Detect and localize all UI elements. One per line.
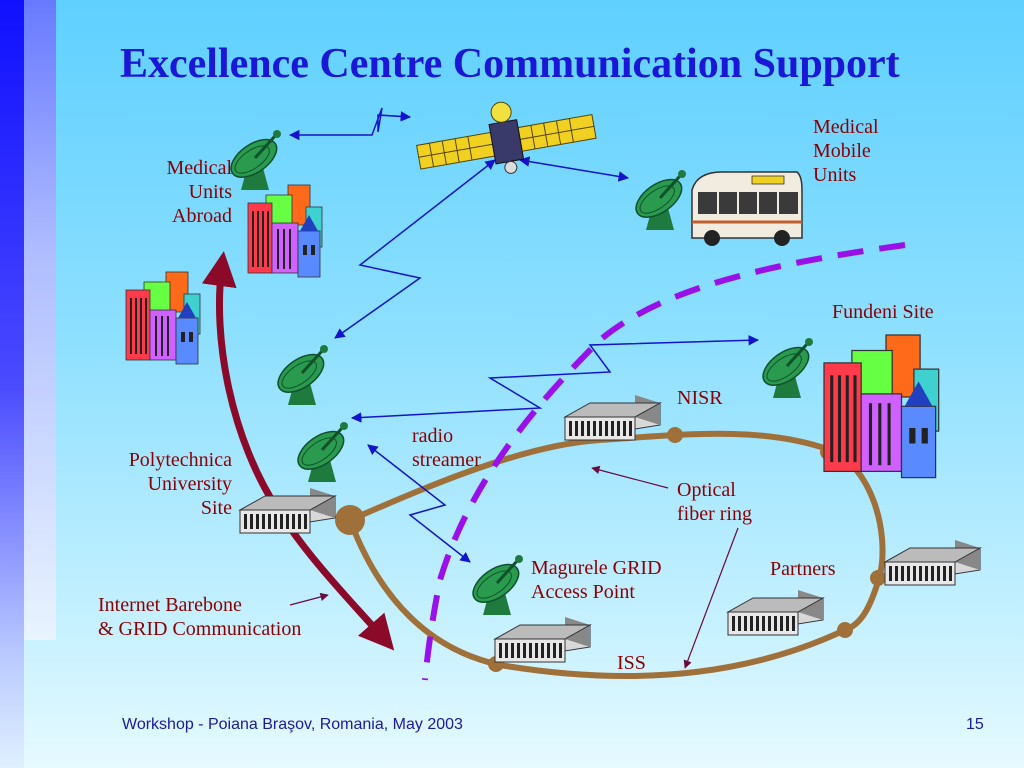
label-magurele-grid-access-point: Magurele GRID Access Point [531,557,662,603]
label-iss: ISS [617,652,646,674]
link-polytechnica-fundeni [350,335,760,423]
building-polytechnica-icon [239,487,336,534]
node-partners [870,570,886,586]
building-magurele-icon [494,616,591,663]
footer-event: Workshop - Poiana Braşov, Romania, May 2… [122,716,463,733]
node-partners-lower [837,622,853,638]
dish-abroad-icon [223,128,285,192]
node-nisr [667,427,683,443]
link-polytechnica-magurele [367,444,471,563]
label-polytechnica-university-site: Polytechnica University Site [128,449,232,519]
link-satellite-abroad [288,107,412,141]
label-radio-streamer: radio streamer [412,425,481,471]
city-fundeni-icon [823,334,940,479]
satellite-icon [416,101,597,174]
footer-page-number: 15 [966,716,984,733]
dish-mobile-icon [628,168,690,232]
link-satellite-polytechnica [334,159,496,339]
label-fundeni-site: Fundeni Site [832,301,934,323]
dish-polytechnica-icon [290,420,352,484]
building-partners-icon [727,589,824,636]
label-medical-mobile-units: Medical Mobile Units [813,116,879,186]
pointer-internet [289,592,329,606]
label-partners: Partners [770,558,836,580]
dish-relay-icon [270,343,332,407]
label-optical-fiber-ring: Optical fiber ring [677,479,752,525]
slide-title: Excellence Centre Communication Support [120,41,900,87]
label-internet-barebone: Internet Barebone & GRID Communication [98,594,302,640]
node-polytechnica [335,505,365,535]
building-partners-right-icon [884,539,981,586]
bus-icon [691,171,803,246]
city-abroad-icon [247,184,323,278]
dish-magurele-icon [465,553,527,617]
dish-fundeni-icon [755,336,817,400]
link-satellite-mobile [518,156,630,182]
label-nisr: NISR [677,387,723,409]
pointer-iss [683,527,739,669]
city-abroad-2-icon [125,271,201,365]
building-nisr-icon [564,394,661,441]
left-accent-bar-light [24,0,56,640]
left-accent-bar [0,0,24,768]
label-medical-units-abroad: Medical Units Abroad [166,157,232,227]
pointer-optical-fiber [591,465,669,489]
